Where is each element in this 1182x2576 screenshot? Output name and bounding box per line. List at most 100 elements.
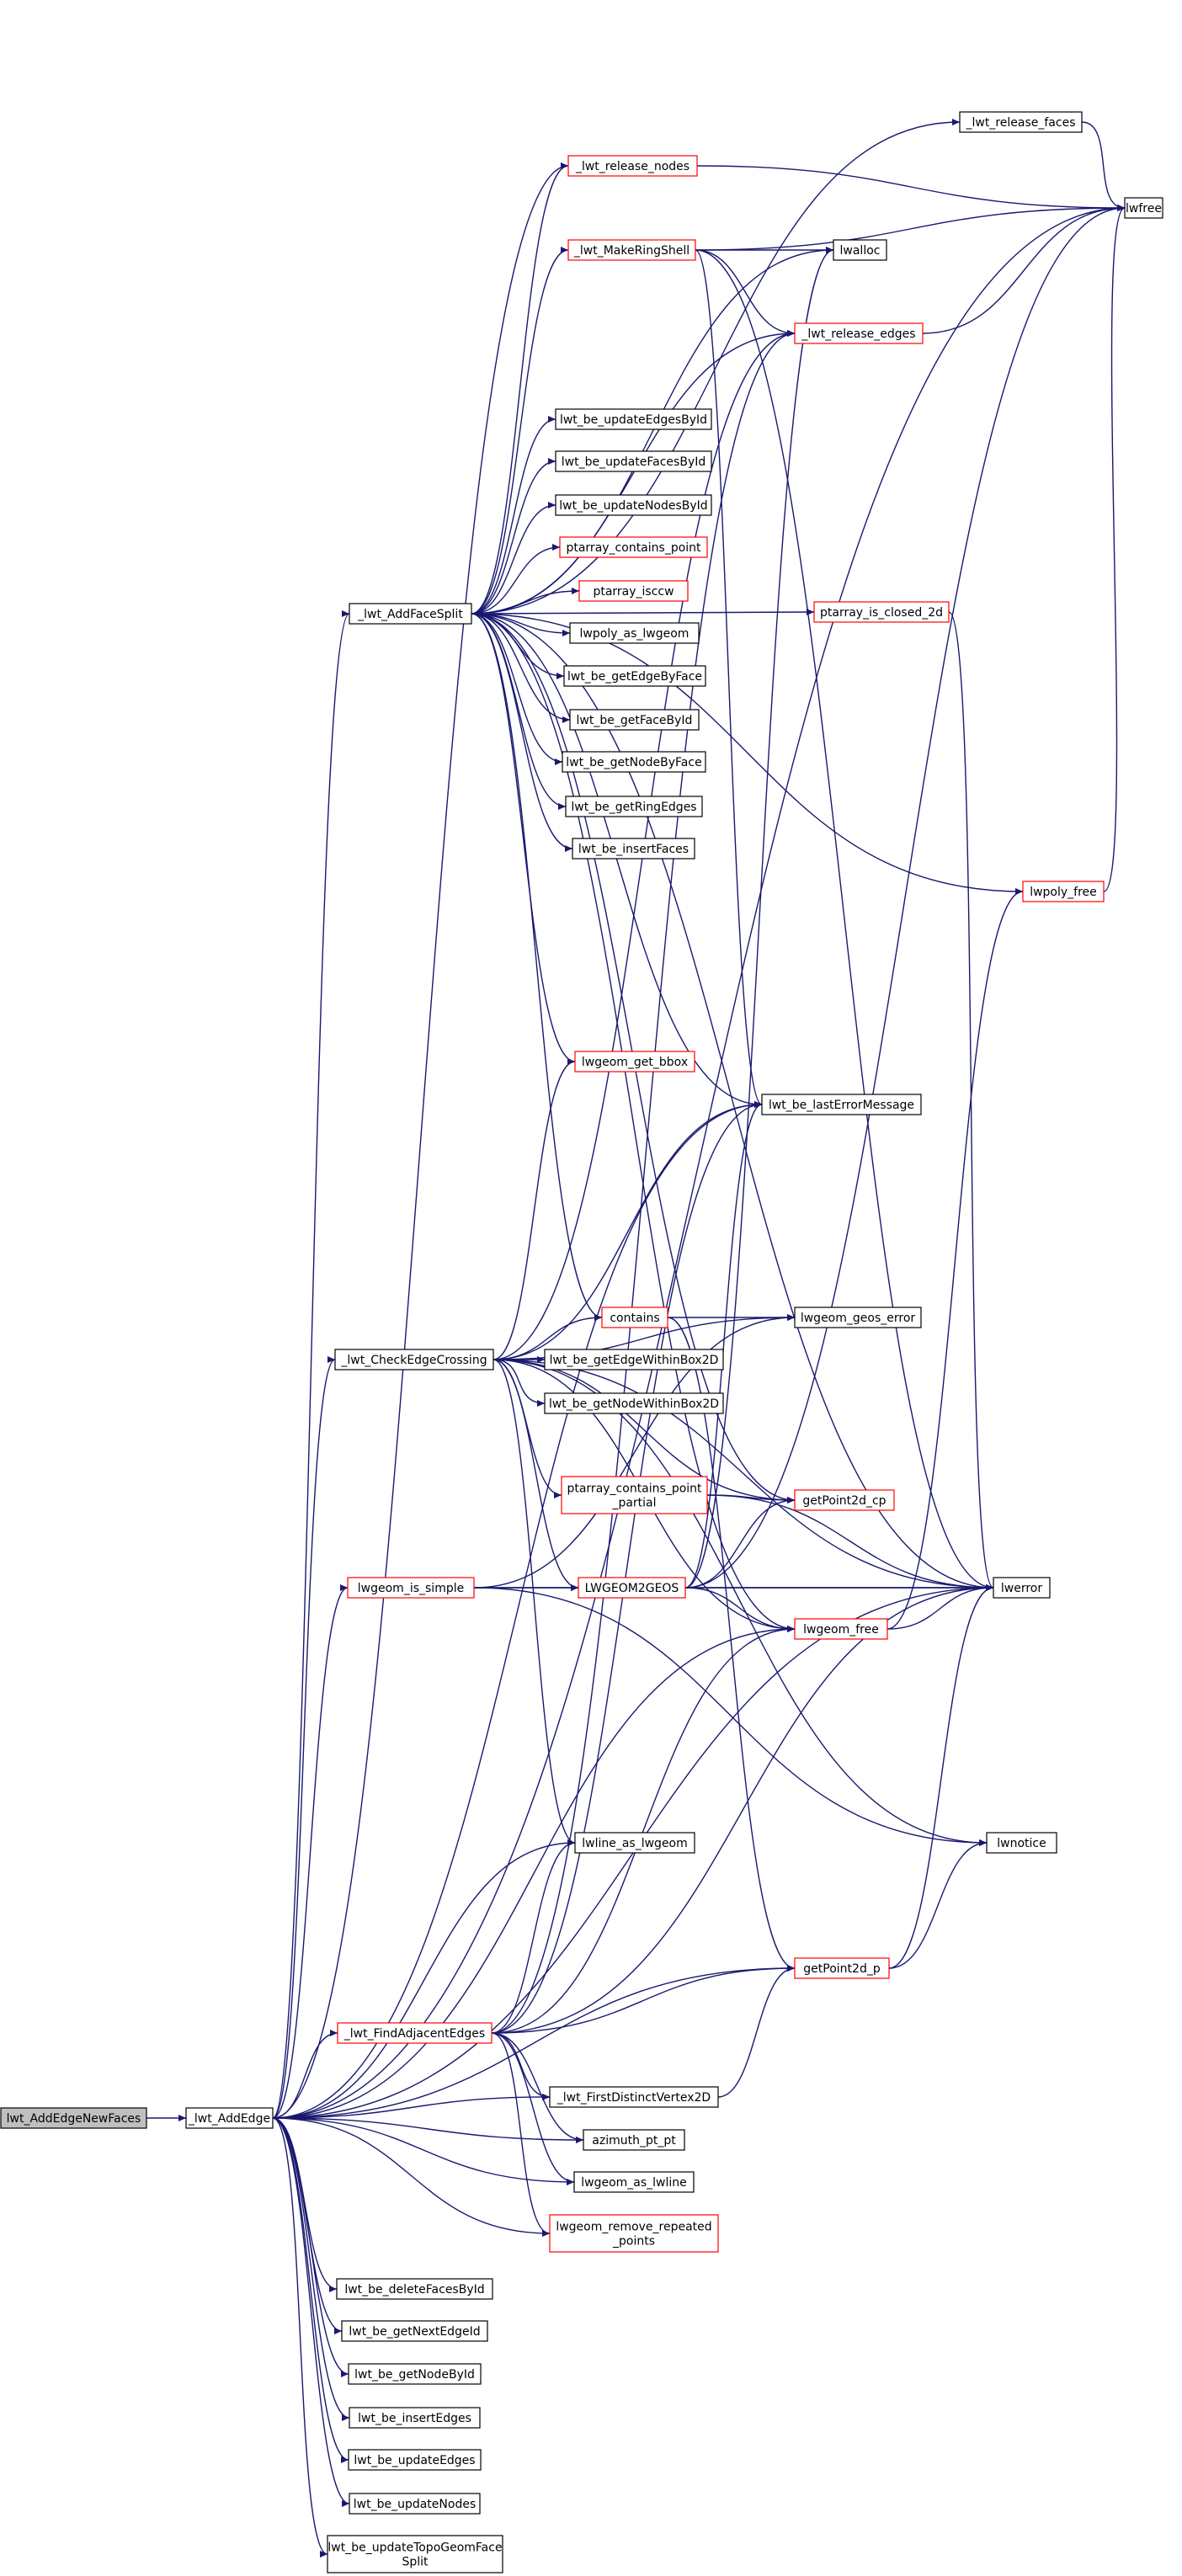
node-lwt-be-update-nodes[interactable]: lwt_be_updateNodes xyxy=(349,2493,481,2515)
node-lwt-be-update-edges-by-id[interactable]: lwt_be_updateEdgesById xyxy=(555,408,712,430)
node-lwt-be-delete-faces-by-id[interactable]: lwt_be_deleteFacesById xyxy=(336,2278,493,2300)
node-box xyxy=(348,2363,482,2385)
node-label: lwt_be_updateNodesById xyxy=(559,499,707,513)
node-label: lwt_be_updateEdgesById xyxy=(560,413,707,427)
node-ptarray-contains-point-partial[interactable]: ptarray_contains_point_partial xyxy=(561,1476,708,1514)
edge-lwt-add-face-split-to-ptarray-is-closed-2d xyxy=(471,608,815,616)
edge-lwt-find-adjacent-edges-to-lwerror xyxy=(491,1583,994,2034)
node-lwgeom-free[interactable]: lwgeom_free xyxy=(794,1618,888,1640)
node-lwpoly-as-lwgeom[interactable]: lwpoly_as_lwgeom xyxy=(569,622,700,644)
edge-lwpoly-free-to-lwfree xyxy=(1103,205,1126,892)
node-lwt-be-insert-faces[interactable]: lwt_be_insertFaces xyxy=(572,838,695,860)
node-ptarray-contains-point[interactable]: ptarray_contains_point xyxy=(559,536,708,558)
node-lwt-make-ring-shell[interactable]: _lwt_MakeRingShell xyxy=(567,239,696,261)
node-lwt-release-nodes[interactable]: _lwt_release_nodes xyxy=(567,155,698,177)
node-label: ptarray_contains_point_partial xyxy=(567,1482,702,1510)
node-lwt-add-face-split[interactable]: _lwt_AddFaceSplit xyxy=(349,603,472,625)
node-lwt-find-adjacent-edges[interactable]: _lwt_FindAdjacentEdges xyxy=(337,2022,492,2044)
node-lwt-first-distinct-vertex2-d[interactable]: _lwt_FirstDistinctVertex2D xyxy=(549,2086,719,2108)
node-box xyxy=(574,1051,695,1072)
node-lwt-be-update-faces-by-id[interactable]: lwt_be_updateFacesById xyxy=(555,450,712,472)
edge-lwt-add-face-split-to-lwt-be-get-face-by-id xyxy=(471,613,571,724)
node-box xyxy=(583,2129,685,2151)
node-lwt-add-edge[interactable]: _lwt_AddEdge xyxy=(185,2107,274,2129)
node-lwt-be-get-next-edge-id[interactable]: lwt_be_getNextEdgeId xyxy=(341,2320,488,2342)
edge-lwt-find-adjacent-edges-to-lwline-as-lwgeom xyxy=(491,1839,576,2034)
node-label: getPoint2d_cp xyxy=(802,1494,886,1508)
node-lwt-be-get-edge-within-box2-d[interactable]: lwt_be_getEdgeWithinBox2D xyxy=(544,1349,724,1370)
node-ptarray-isccw[interactable]: ptarray_isccw xyxy=(578,580,689,602)
node-lwt-be-update-nodes-by-id[interactable]: lwt_be_updateNodesById xyxy=(555,494,712,516)
node-box xyxy=(567,155,698,177)
node-box xyxy=(561,1476,708,1514)
node-label: lwt_be_getNextEdgeId xyxy=(349,2325,480,2339)
node-lwt-be-get-edge-by-face[interactable]: lwt_be_getEdgeByFace xyxy=(563,665,706,687)
node-label: _lwt_MakeRingShell xyxy=(573,244,690,258)
node-lwt-be-get-node-by-face[interactable]: lwt_be_getNodeByFace xyxy=(562,751,706,773)
node-label: lwt_AddEdgeNewFaces xyxy=(7,2112,141,2126)
node-lwgeom-is-simple[interactable]: lwgeom_is_simple xyxy=(347,1577,475,1599)
node-label: lwt_be_getNodeById xyxy=(354,2368,475,2382)
node-lwalloc[interactable]: lwalloc xyxy=(833,239,887,261)
node-box xyxy=(185,2107,274,2129)
node-label: lwt_be_getNodeWithinBox2D xyxy=(549,1397,719,1411)
node-lwgeom-get-bbox[interactable]: lwgeom_get_bbox xyxy=(574,1051,695,1072)
node-box xyxy=(549,2086,719,2108)
node-lwt-be-insert-edges[interactable]: lwt_be_insertEdges xyxy=(349,2407,481,2429)
node-lwpoly-free[interactable]: lwpoly_free xyxy=(1022,881,1105,902)
node-label: lwgeom_free xyxy=(803,1623,879,1637)
edge-lwt-add-face-split-to-lwt-release-nodes xyxy=(471,162,569,615)
node-lwerror[interactable]: lwerror xyxy=(993,1577,1051,1599)
edge-contains-to-get-point2d-p xyxy=(667,1317,796,1972)
edge-lwt-add-edge-to-lwgeom-remove-repeated-points xyxy=(272,2117,551,2238)
edge-lwgeom-is-simple-to-lwnotice xyxy=(473,1587,988,1847)
node-label: ptarray_is_closed_2d xyxy=(820,606,943,620)
node-azimuth-pt-pt[interactable]: azimuth_pt_pt xyxy=(583,2129,685,2151)
node-box xyxy=(555,450,712,472)
edge-lwgeom-free-to-lwerror xyxy=(886,1583,994,1630)
node-lwgeom2-geos[interactable]: LWGEOM2GEOS xyxy=(578,1577,686,1599)
node-box xyxy=(0,2107,147,2129)
edge-lwt-add-face-split-to-lwt-be-update-faces-by-id xyxy=(471,457,556,615)
node-lwt-be-get-node-within-box2-d[interactable]: lwt_be_getNodeWithinBox2D xyxy=(544,1392,724,1414)
node-box xyxy=(794,1957,890,1979)
edge-lwt-check-edge-crossing-to-lwerror xyxy=(492,1359,994,1592)
node-label: azimuth_pt_pt xyxy=(592,2134,676,2148)
node-box xyxy=(959,111,1083,133)
node-contains[interactable]: contains xyxy=(601,1307,668,1328)
edge-lwt-check-edge-crossing-to-lwgeom2-geos xyxy=(492,1359,579,1592)
node-label: ptarray_contains_point xyxy=(566,541,701,555)
node-lwgeom-as-lwline[interactable]: lwgeom_as_lwline xyxy=(573,2171,695,2193)
node-lwt-add-edge-new-faces[interactable]: lwt_AddEdgeNewFaces xyxy=(0,2107,147,2129)
node-lwt-be-update-edges[interactable]: lwt_be_updateEdges xyxy=(348,2449,482,2471)
edge-lwt-add-edge-to-lwt-be-insert-edges xyxy=(272,2117,350,2421)
edge-lwt-add-face-split-to-lwt-release-edges xyxy=(471,329,796,615)
node-lwt-be-get-node-by-id[interactable]: lwt_be_getNodeById xyxy=(348,2363,482,2385)
node-lwt-release-faces[interactable]: _lwt_release_faces xyxy=(959,111,1083,133)
node-lwfree[interactable]: lwfree xyxy=(1124,197,1163,219)
edge-lwt-add-face-split-to-contains xyxy=(471,613,603,1321)
edge-lwt-add-face-split-to-lwt-make-ring-shell xyxy=(471,247,569,615)
edge-lwt-check-edge-crossing-to-lwgeom-get-bbox xyxy=(492,1058,576,1360)
node-lwline-as-lwgeom[interactable]: lwline_as_lwgeom xyxy=(574,1832,695,1854)
node-get-point2d-p[interactable]: getPoint2d_p xyxy=(794,1957,890,1979)
node-lwnotice[interactable]: lwnotice xyxy=(986,1832,1057,1854)
node-lwgeom-remove-repeated-points[interactable]: lwgeom_remove_repeated_points xyxy=(549,2214,719,2253)
node-lwt-be-last-error-message[interactable]: lwt_be_lastErrorMessage xyxy=(761,1094,922,1115)
node-lwt-check-edge-crossing[interactable]: _lwt_CheckEdgeCrossing xyxy=(334,1349,494,1370)
node-lwt-release-edges[interactable]: _lwt_release_edges xyxy=(794,322,924,344)
edge-lwt-add-edge-to-azimuth-pt-pt xyxy=(272,2117,584,2144)
node-lwgeom-geos-error[interactable]: lwgeom_geos_error xyxy=(794,1307,922,1328)
edge-lwt-make-ring-shell-to-lwt-release-edges xyxy=(695,249,796,338)
node-box xyxy=(794,1307,922,1328)
node-ptarray-is-closed-2d[interactable]: ptarray_is_closed_2d xyxy=(813,601,950,623)
node-lwt-be-get-face-by-id[interactable]: lwt_be_getFaceById xyxy=(569,709,700,731)
node-label: lwgeom_is_simple xyxy=(358,1582,464,1595)
node-lwt-be-get-ring-edges[interactable]: lwt_be_getRingEdges xyxy=(565,796,703,817)
edge-lwgeom-is-simple-to-lwgeom-geos-error xyxy=(473,1313,796,1589)
node-get-point2d-cp[interactable]: getPoint2d_cp xyxy=(794,1489,895,1511)
edge-lwt-find-adjacent-edges-to-lwt-be-last-error-message xyxy=(491,1101,763,2034)
